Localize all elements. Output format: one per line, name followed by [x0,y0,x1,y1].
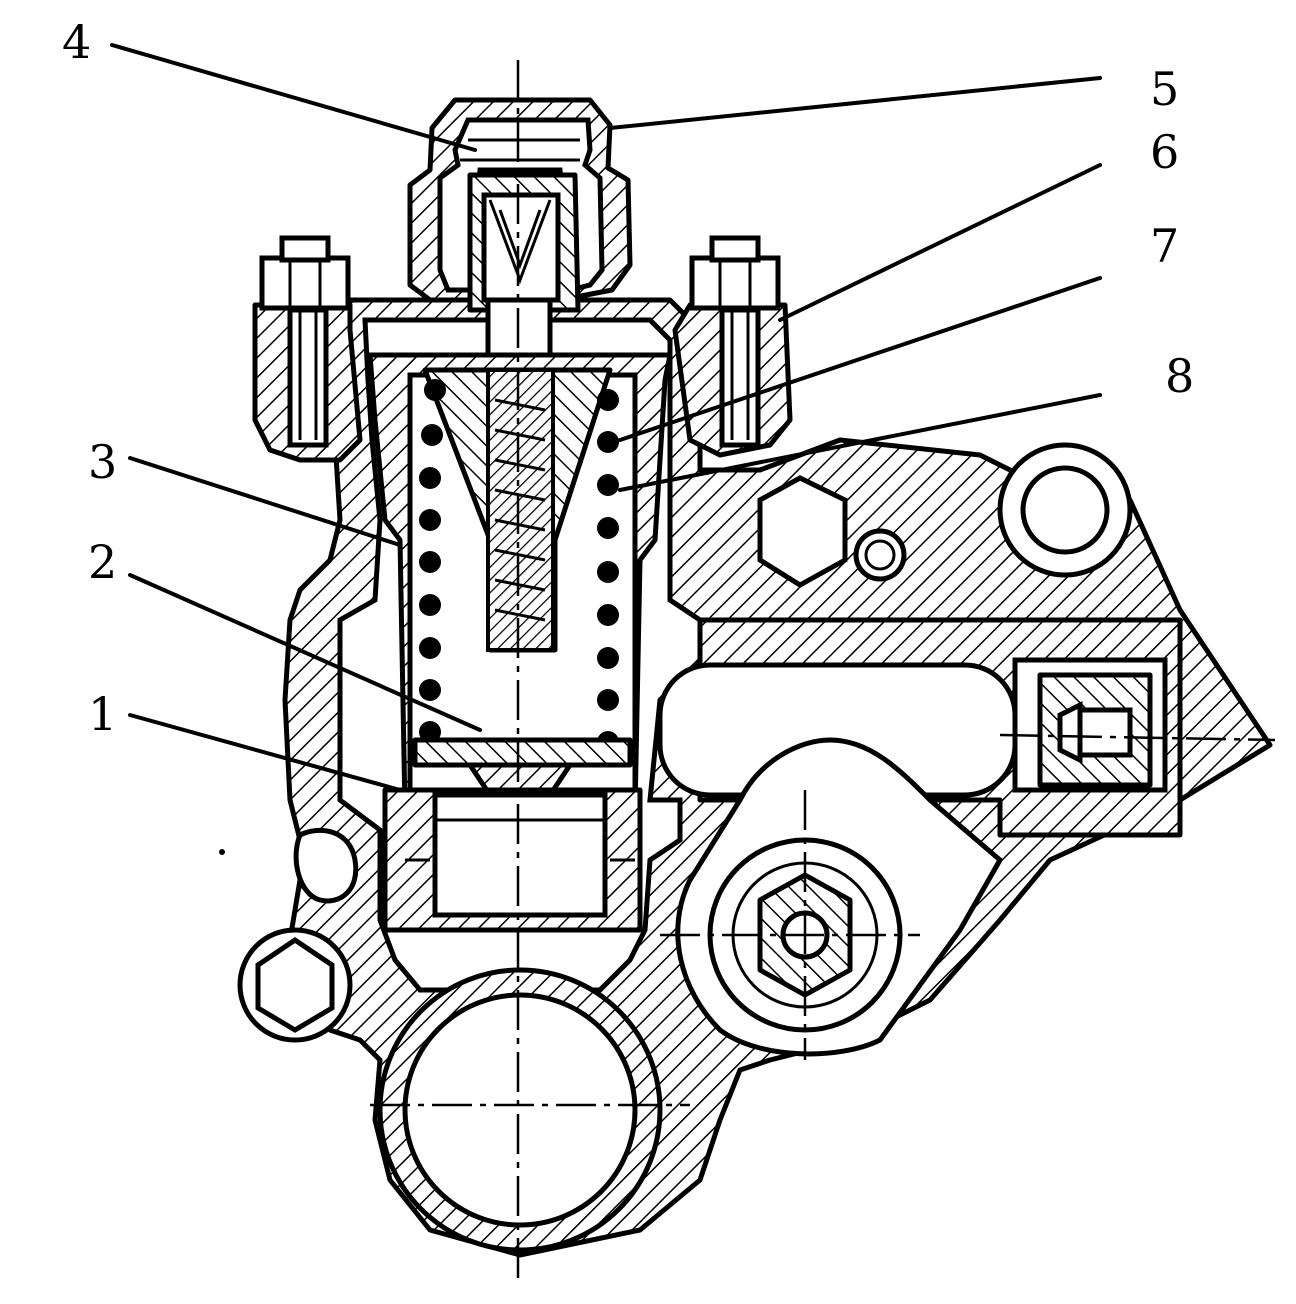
callout-2: 2 [88,535,117,589]
mounting-flange [252,235,793,463]
stray-dot [219,849,225,855]
callout-7: 7 [1150,219,1179,273]
callout-3: 3 [88,435,117,489]
bottom-bore [377,967,663,1253]
spring-coils-right [597,389,619,753]
side-features [237,442,1183,1057]
spring-coils-left [419,379,446,743]
callout-5: 5 [1150,62,1179,116]
callout-6: 6 [1150,125,1179,179]
leader-lines [110,43,1102,792]
callout-8: 8 [1165,349,1194,403]
callout-4: 4 [62,15,91,69]
plunger-barrel [367,352,673,933]
callout-labels: 4 5 6 7 8 3 2 1 [62,15,1194,741]
center-lines [370,60,1276,1280]
callout-1: 1 [88,687,117,741]
